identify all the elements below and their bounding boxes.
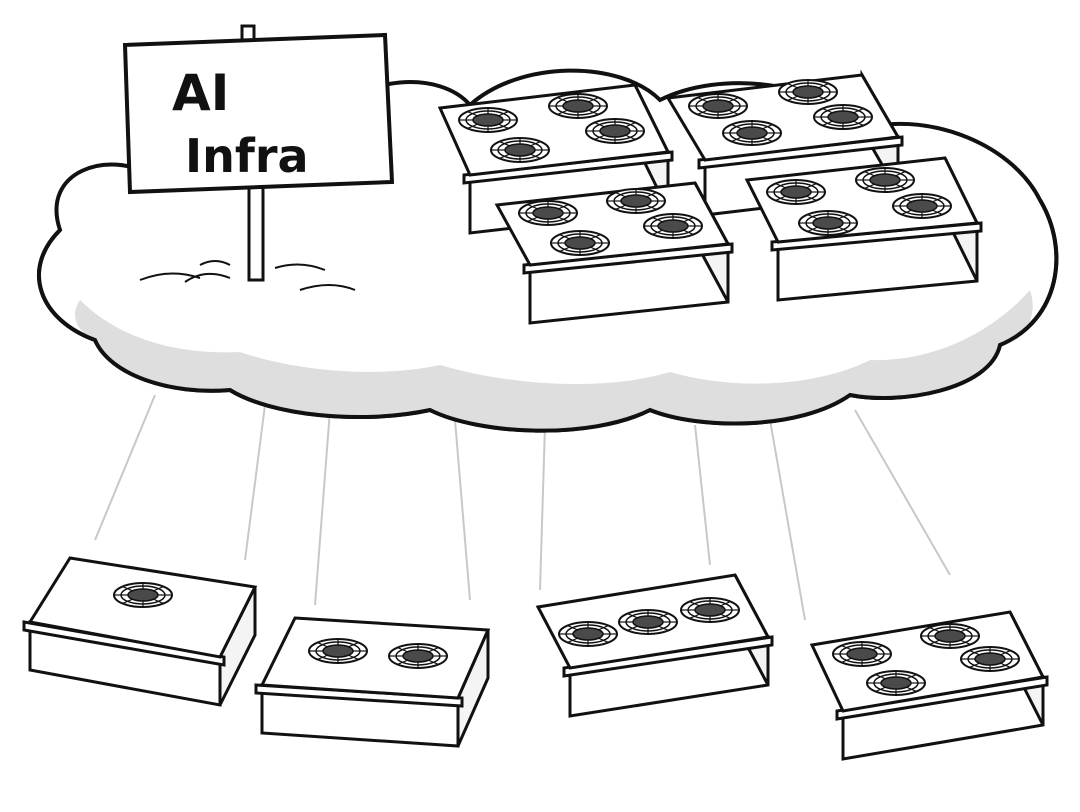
fan-icon bbox=[388, 643, 448, 669]
fan-icon bbox=[688, 93, 748, 119]
connection-beams bbox=[94, 394, 951, 621]
fan-icon bbox=[550, 230, 610, 256]
fan-icon bbox=[558, 621, 618, 647]
ground-servers bbox=[22, 556, 1049, 761]
server-icon bbox=[744, 156, 983, 302]
fan-icon bbox=[866, 670, 926, 696]
fan-icon bbox=[778, 79, 838, 105]
fan-icon bbox=[548, 93, 608, 119]
server-icon bbox=[22, 556, 258, 707]
fan-icon bbox=[832, 641, 892, 667]
fan-icon bbox=[766, 179, 826, 205]
cloud-outline bbox=[37, 198, 1059, 433]
fan-icon bbox=[960, 646, 1020, 672]
fan-icon bbox=[308, 638, 368, 664]
sign-line-2: Infra bbox=[185, 129, 309, 183]
server-icon bbox=[809, 610, 1049, 761]
cloud-shading bbox=[75, 290, 1033, 431]
server-icon bbox=[535, 573, 774, 718]
fan-icon bbox=[722, 120, 782, 146]
fan-icon bbox=[643, 213, 703, 239]
server-icon bbox=[254, 616, 491, 748]
signpost-icon: AI Infra bbox=[122, 24, 395, 291]
fan-icon bbox=[585, 118, 645, 144]
fan-icon bbox=[920, 623, 980, 649]
fan-icon bbox=[855, 167, 915, 193]
fan-icon bbox=[892, 193, 952, 219]
fan-icon bbox=[113, 582, 173, 608]
fan-icon bbox=[458, 107, 518, 133]
sign-line-1: AI bbox=[172, 64, 229, 122]
server-icon bbox=[494, 181, 734, 325]
fan-icon bbox=[490, 137, 550, 163]
fan-icon bbox=[813, 104, 873, 130]
fan-icon bbox=[798, 210, 858, 236]
fan-icon bbox=[680, 597, 740, 623]
fan-icon bbox=[618, 609, 678, 635]
fan-icon bbox=[606, 188, 666, 214]
cloud-servers bbox=[437, 69, 983, 325]
fan-icon bbox=[518, 200, 578, 226]
